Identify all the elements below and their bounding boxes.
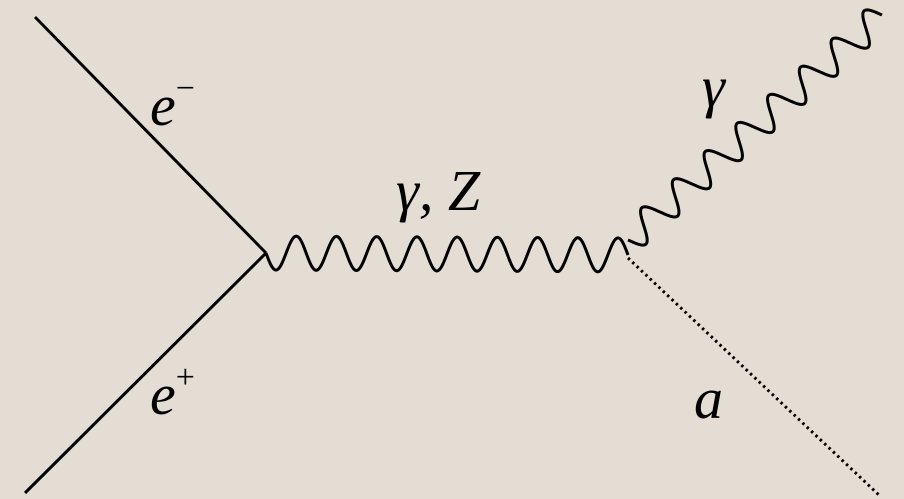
photon-wavy-line xyxy=(627,8,883,247)
propagator-wavy-line xyxy=(264,234,630,274)
electron-line xyxy=(33,15,268,255)
positron-line xyxy=(23,251,268,495)
photon-label: γ xyxy=(702,54,727,119)
axion-label: a xyxy=(694,366,723,431)
propagator-label: γ, Z xyxy=(396,158,481,223)
axion-dotted-line xyxy=(626,256,882,498)
positron-label: e+ xyxy=(150,359,195,427)
electron-label: e− xyxy=(150,70,195,138)
